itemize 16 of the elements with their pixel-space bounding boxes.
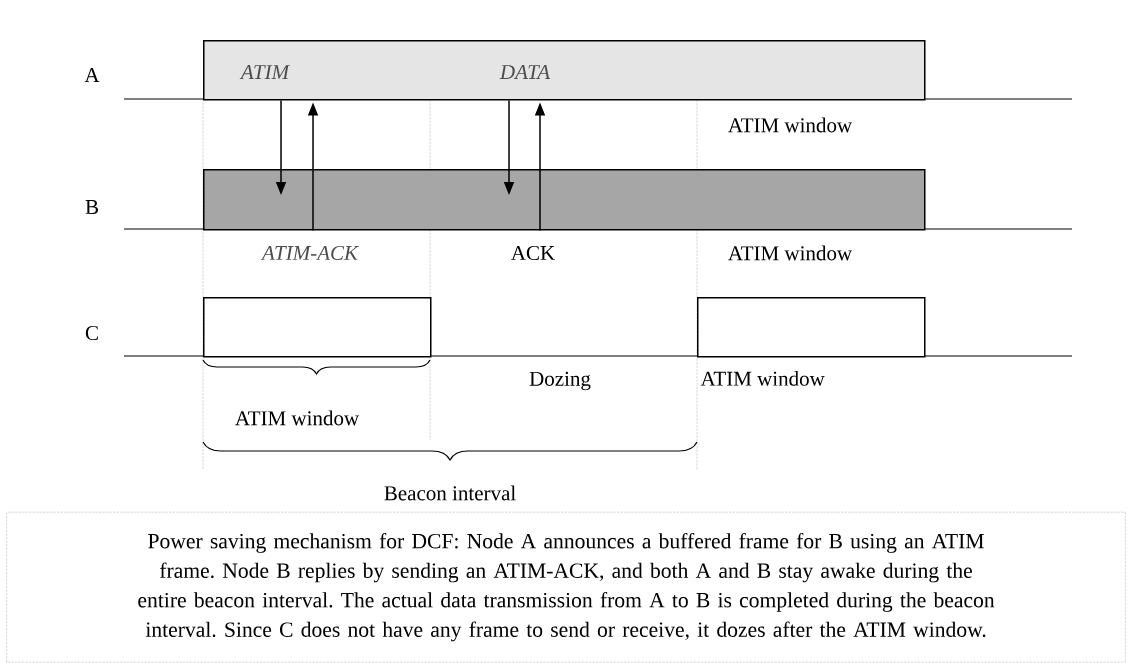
frame-label: DATA <box>499 65 551 79</box>
text-label: ATIM window <box>728 117 853 133</box>
time-slot-bar <box>203 297 432 358</box>
frame-label: ATIM <box>239 65 291 79</box>
text-label: Beacon interval <box>384 485 516 501</box>
text-label: ATIM window <box>700 371 825 386</box>
text-label: ATIM-ACK <box>260 245 359 261</box>
row-label: B <box>85 200 98 214</box>
text-label: ATIM window <box>235 410 360 426</box>
text-label: Dozing <box>529 371 591 391</box>
row-label: A <box>84 68 100 82</box>
text-label: ATIM window <box>728 245 853 261</box>
caption-box: Power saving mechanism for DCF: Node A announces a buffered frame for B using an ATIM frame. Node B replies by sending an ATIM-ACK, and both A and B stay awake during the entire beacon interval. The actual data transmission from A to B is completed during the beacon interval. Since C does not have any frame to send or receive, it dozes after the ATIM window. <box>6 512 1126 663</box>
text-label: ACK <box>511 245 555 261</box>
row-label: C <box>85 325 98 341</box>
time-slot-bar <box>203 169 926 231</box>
